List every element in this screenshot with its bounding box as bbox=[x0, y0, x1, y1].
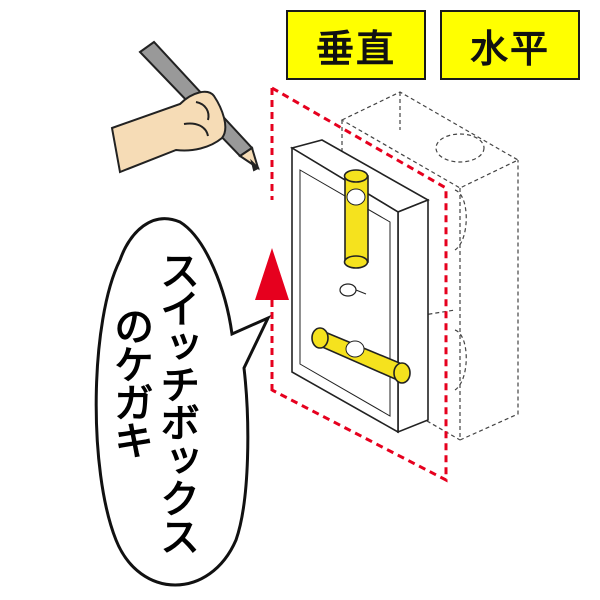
marking-line bbox=[270, 86, 448, 483]
hand-holding-pencil-icon bbox=[110, 40, 260, 174]
spirit-level-icon bbox=[289, 139, 430, 434]
horizontal-label-text: 水平 bbox=[469, 26, 550, 71]
bubble-text-line2: のケガキ bbox=[107, 306, 153, 458]
bubble-text-line1: スイッチボックス bbox=[153, 250, 199, 554]
speech-bubble bbox=[94, 217, 272, 587]
horizontal-label: 水平 bbox=[440, 10, 580, 80]
up-arrow-icon bbox=[255, 248, 289, 392]
vertical-label-text: 垂直 bbox=[315, 26, 396, 71]
vertical-label: 垂直 bbox=[286, 10, 426, 80]
